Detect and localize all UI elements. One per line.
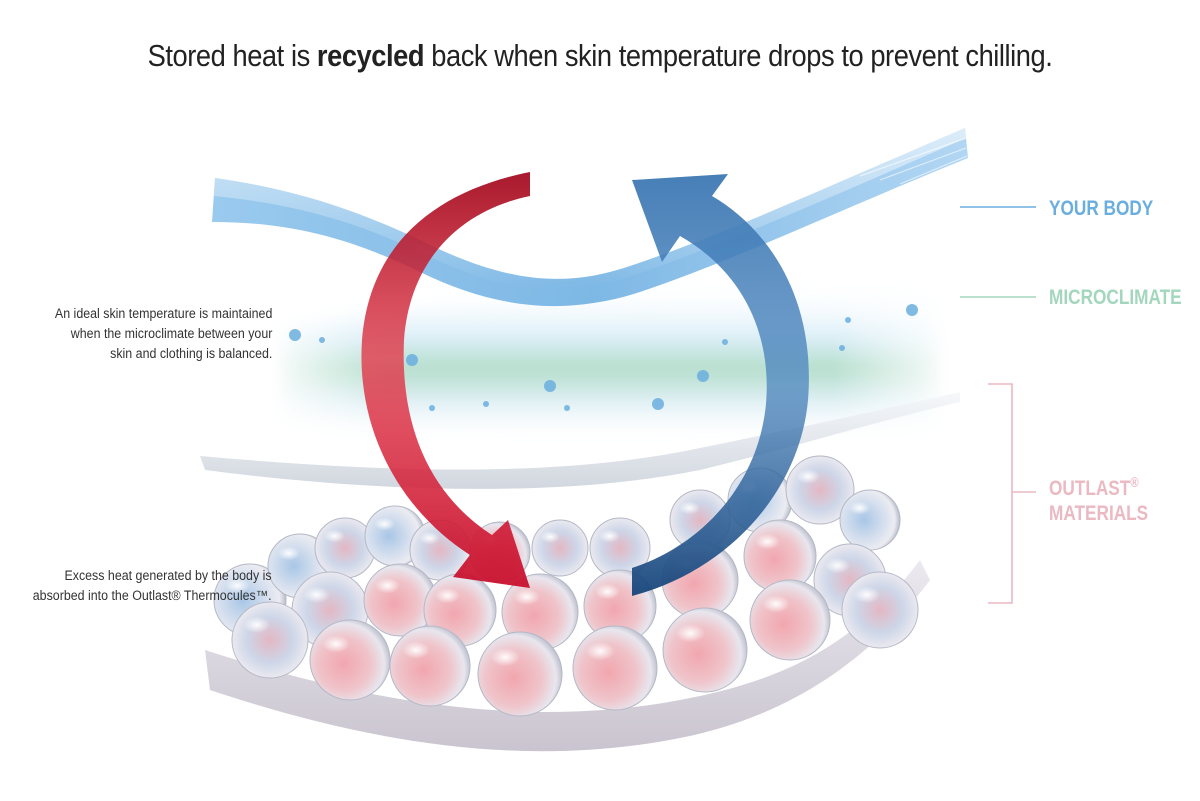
moisture-bubble xyxy=(652,398,664,410)
excess-heat-note-line-2: absorbed into the Outlast® Thermocules™. xyxy=(33,588,272,603)
curved-arrow-down-red-icon xyxy=(361,172,530,588)
microclimate-note-line-3: skin and clothing is balanced. xyxy=(109,346,272,361)
moisture-bubble xyxy=(722,339,728,345)
base-fabric xyxy=(205,560,930,752)
moisture-bubble xyxy=(289,329,301,341)
microclimate-label: MICROCLIMATE xyxy=(1049,286,1182,309)
thermocule-bead xyxy=(785,455,855,525)
thermocule-bead xyxy=(572,625,658,711)
excess-heat-note: Excess heat generated by the body is abs… xyxy=(33,566,272,606)
outlast-label-line-1: OUTLAST xyxy=(1049,477,1131,500)
curved-arrow-up-blue-icon xyxy=(632,174,809,596)
moisture-bubble xyxy=(319,337,325,343)
leader-lines xyxy=(960,206,1036,604)
microclimate-note-line-2: when the microclimate between your xyxy=(70,326,272,341)
thermocule-bead xyxy=(231,601,309,679)
thermocule-bead xyxy=(839,489,901,551)
headline-after: back when skin temperature drops to prev… xyxy=(424,38,1053,73)
moisture-bubble xyxy=(839,345,845,351)
moisture-bubble xyxy=(845,317,851,323)
headline-emphasis: recycled xyxy=(316,38,425,73)
microclimate-note: An ideal skin temperature is maintained … xyxy=(55,304,272,364)
registered-mark: ® xyxy=(1130,474,1139,490)
headline: Stored heat is recycled back when skin t… xyxy=(72,38,1128,74)
moisture-bubble xyxy=(483,401,489,407)
thermocule-bead xyxy=(477,631,563,717)
your-body-label: YOUR BODY xyxy=(1049,197,1154,220)
moisture-bubble xyxy=(906,304,918,316)
moisture-bubble xyxy=(429,405,435,411)
headline-before: Stored heat is xyxy=(147,38,317,73)
thermocule-bead xyxy=(531,519,589,577)
moisture-bubble xyxy=(697,370,709,382)
outlast-materials-label: OUTLAST® MATERIALS xyxy=(1049,470,1148,526)
moisture-bubbles xyxy=(289,304,918,411)
thermocule-bead xyxy=(749,579,831,661)
fabric-layer xyxy=(200,392,960,489)
moisture-bubble xyxy=(406,354,418,366)
outlast-label-line-2: MATERIALS xyxy=(1049,502,1149,525)
thermocule-bead xyxy=(841,571,919,649)
thermocule-bead xyxy=(662,607,748,693)
excess-heat-note-line-1: Excess heat generated by the body is xyxy=(64,568,272,583)
outlast-bracket xyxy=(988,383,1036,604)
thermocule-bead xyxy=(389,625,471,707)
thermocule-bead xyxy=(363,563,437,637)
thermocule-beads xyxy=(213,455,919,717)
moisture-bubble xyxy=(564,405,570,411)
microclimate-note-line-1: An ideal skin temperature is maintained xyxy=(54,306,272,321)
moisture-bubble xyxy=(544,380,556,392)
thermocule-bead xyxy=(309,619,391,701)
thermocule-bead xyxy=(501,573,579,651)
